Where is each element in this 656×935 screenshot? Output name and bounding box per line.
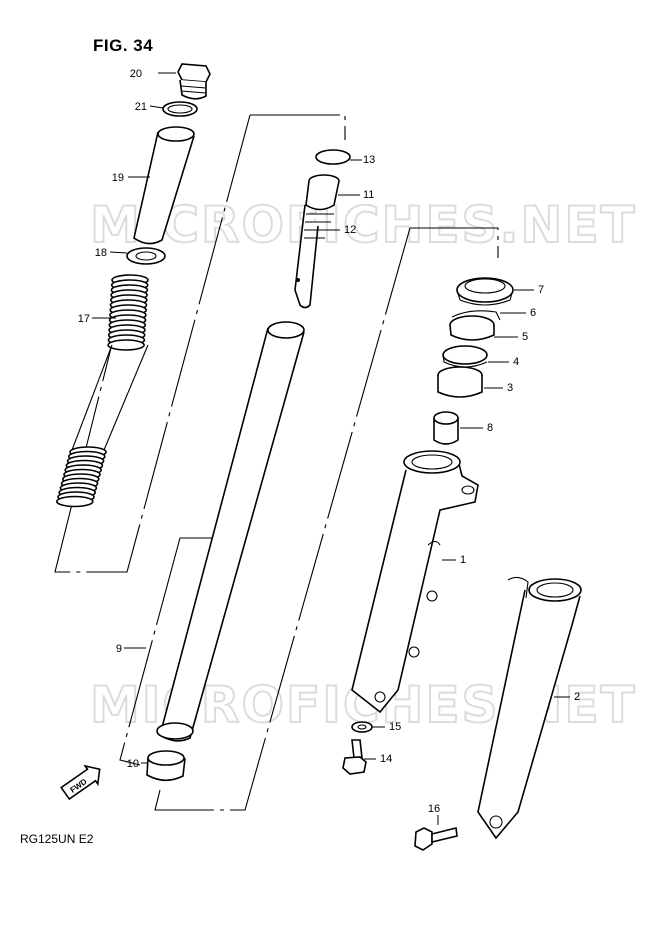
spring-coil xyxy=(56,495,94,508)
part-7-dust-seal xyxy=(456,277,514,306)
part-20-cap-bolt xyxy=(177,63,211,100)
spring-edge-right xyxy=(103,344,149,451)
callout-6: 6 xyxy=(530,307,536,319)
callout-14: 14 xyxy=(380,753,392,765)
part-19-spacer-tube xyxy=(133,126,195,245)
fwd-arrow-icon: FWD xyxy=(60,764,101,801)
callout-15: 15 xyxy=(389,721,401,733)
part-17-fork-spring xyxy=(56,274,149,508)
callout-11: 11 xyxy=(363,189,374,201)
part-2-outer-tube xyxy=(477,576,582,840)
callout-17: 17 xyxy=(78,313,90,325)
figure-title: FIG. 34 xyxy=(93,36,154,55)
callout-1: 1 xyxy=(460,554,466,566)
callout-21: 21 xyxy=(135,101,147,113)
assembly-outline-inner xyxy=(410,227,499,258)
callout-10: 10 xyxy=(127,758,139,770)
part-1-outer-tube xyxy=(351,450,479,714)
callout-leader-18 xyxy=(109,251,128,254)
callout-9: 9 xyxy=(116,643,122,655)
assembly-outline-left-long xyxy=(54,114,251,573)
part-21-o-ring xyxy=(162,101,198,117)
callout-13: 13 xyxy=(363,154,375,166)
part-10-bushing xyxy=(146,722,194,782)
callout-7: 7 xyxy=(538,284,544,296)
callout-12: 12 xyxy=(344,224,356,236)
part-13-ring xyxy=(315,149,351,165)
part-8-oil-lock-piece xyxy=(433,411,459,445)
part-11-12-damper-rod xyxy=(294,174,340,309)
part-14-bolt xyxy=(342,739,367,775)
assembly-outline-inner-long xyxy=(154,227,411,811)
callout-leader-21 xyxy=(149,105,164,109)
assembly-outline-bottom xyxy=(119,537,181,766)
part-6-stopper-ring xyxy=(451,310,501,321)
callout-4: 4 xyxy=(513,356,519,368)
spring-edge-left xyxy=(71,344,113,451)
part-16-axle-bolt xyxy=(414,827,458,851)
watermark-top: MICROFICHES.NET xyxy=(90,196,637,254)
assembly-outline-left xyxy=(250,114,346,140)
spring-coil xyxy=(107,339,145,351)
part-4-washer xyxy=(442,345,488,368)
model-code: RG125UN E2 xyxy=(20,832,94,846)
callout-16: 16 xyxy=(428,803,440,815)
callout-18: 18 xyxy=(95,247,107,259)
callout-8: 8 xyxy=(487,422,493,434)
callout-20: 20 xyxy=(130,68,142,80)
part-15-gasket xyxy=(351,721,373,733)
callout-5: 5 xyxy=(522,331,528,343)
part-18-washer xyxy=(126,247,166,265)
part-3-bushing xyxy=(437,366,483,398)
callout-19: 19 xyxy=(112,172,124,184)
callout-3: 3 xyxy=(507,382,513,394)
callout-2: 2 xyxy=(574,691,580,703)
part-5-oil-seal xyxy=(449,315,495,341)
